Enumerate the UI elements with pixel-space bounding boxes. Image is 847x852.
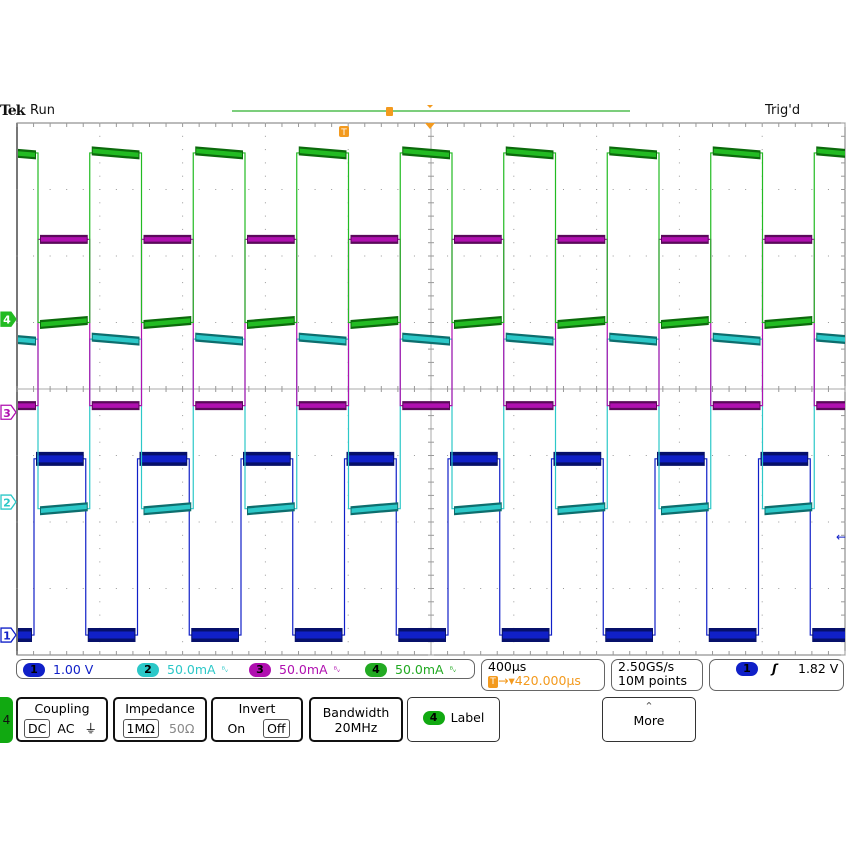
svg-text:←: ← (836, 530, 846, 544)
graticule: T← (16, 122, 846, 656)
channel-markers[interactable]: 1 2 3 4 (0, 311, 17, 643)
impedance-1mohm-option[interactable]: 1MΩ (122, 719, 159, 738)
ch3-badge: 3 (249, 662, 271, 677)
svg-text:2: 2 (3, 497, 11, 510)
invert-on-option[interactable]: On (227, 721, 246, 736)
coupling-dc-option[interactable]: DC (24, 719, 51, 738)
sample-rate: 2.50GS/s (618, 659, 675, 674)
ch2-readout[interactable]: 2 50.0mA ᴮᵥ (137, 662, 228, 677)
ch4-scale: 50.0mA (395, 662, 444, 677)
invert-button[interactable]: Invert On Off (211, 697, 303, 742)
ch4-ground-marker[interactable]: 4 (0, 311, 17, 327)
label-title: Label (450, 710, 485, 725)
waveforms (18, 146, 845, 643)
svg-text:1: 1 (3, 630, 11, 643)
more-title: More (633, 713, 665, 728)
trigger-position-icon: T (488, 675, 498, 688)
invert-title: Invert (238, 701, 276, 716)
chevron-up-icon: ⌃ (644, 700, 654, 713)
trigger-level: 1.82 V (798, 661, 839, 676)
label-button[interactable]: 4 Label (407, 697, 500, 742)
ch1-badge: 1 (23, 662, 45, 677)
ch3-scale: 50.0mA (279, 662, 328, 677)
acquisition-readout[interactable]: 2.50GS/s 10M points (611, 659, 703, 691)
bandwidth-limit-icon: ᴮᵥ (449, 665, 457, 674)
record-view-bar (232, 105, 630, 116)
more-button[interactable]: ⌃ More (602, 697, 696, 742)
ch1-scale: 1.00 V (53, 662, 94, 677)
invert-off-option[interactable]: Off (263, 719, 290, 738)
coupling-title: Coupling (34, 701, 90, 716)
channel-4-menu-tab[interactable]: 4 (0, 697, 13, 743)
ch2-ground-marker[interactable]: 2 (0, 494, 17, 510)
ch3-readout[interactable]: 3 50.0mA ᴮᵥ (249, 662, 340, 677)
svg-text:4: 4 (3, 314, 11, 327)
svg-text:3: 3 (3, 407, 11, 420)
ch4-readout[interactable]: 4 50.0mA ᴮᵥ (365, 662, 456, 677)
channel-readout-bar[interactable]: 1 1.00 V 2 50.0mA ᴮᵥ 3 50.0mA ᴮᵥ 4 50.0m… (16, 659, 475, 679)
impedance-button[interactable]: Impedance 1MΩ 50Ω (113, 697, 207, 742)
horizontal-readout[interactable]: 400µs T→▾420.000µs (481, 659, 605, 691)
ch3-ground-marker[interactable]: 3 (0, 404, 17, 420)
bandwidth-limit-icon: ᴮᵥ (221, 665, 229, 674)
ground-icon[interactable]: ⏚ (84, 721, 97, 736)
ch2-scale: 50.0mA (167, 662, 216, 677)
trigger-source-badge: 1 (736, 662, 758, 676)
horizontal-delay: →▾420.000µs (498, 673, 581, 688)
acquisition-state: Run (30, 103, 55, 118)
ch4-badge: 4 (422, 710, 445, 725)
trigger-status: Trig'd (765, 103, 801, 118)
ch2-badge: 2 (137, 662, 159, 677)
ch1-ground-marker[interactable]: 1 (0, 627, 17, 643)
coupling-button[interactable]: Coupling DC AC ⏚ (16, 697, 108, 742)
trigger-readout[interactable]: 1 ʃ 1.82 V (709, 659, 844, 691)
coupling-ac-option[interactable]: AC (57, 721, 75, 736)
record-length: 10M points (618, 673, 688, 688)
bandwidth-limit-icon: ᴮᵥ (333, 665, 341, 674)
bandwidth-title: Bandwidth (322, 705, 390, 720)
bandwidth-value: 20MHz (334, 720, 378, 735)
rising-edge-icon: ʃ (772, 661, 778, 676)
horizontal-scale: 400µs (488, 659, 527, 674)
ch4-badge: 4 (365, 662, 387, 677)
ch1-readout[interactable]: 1 1.00 V (23, 662, 93, 677)
impedance-50ohm-option[interactable]: 50Ω (168, 721, 195, 736)
impedance-title: Impedance (125, 701, 195, 716)
svg-text:T: T (340, 128, 347, 138)
brand-logo: Tek (0, 103, 25, 119)
bandwidth-button[interactable]: Bandwidth 20MHz (309, 697, 403, 742)
